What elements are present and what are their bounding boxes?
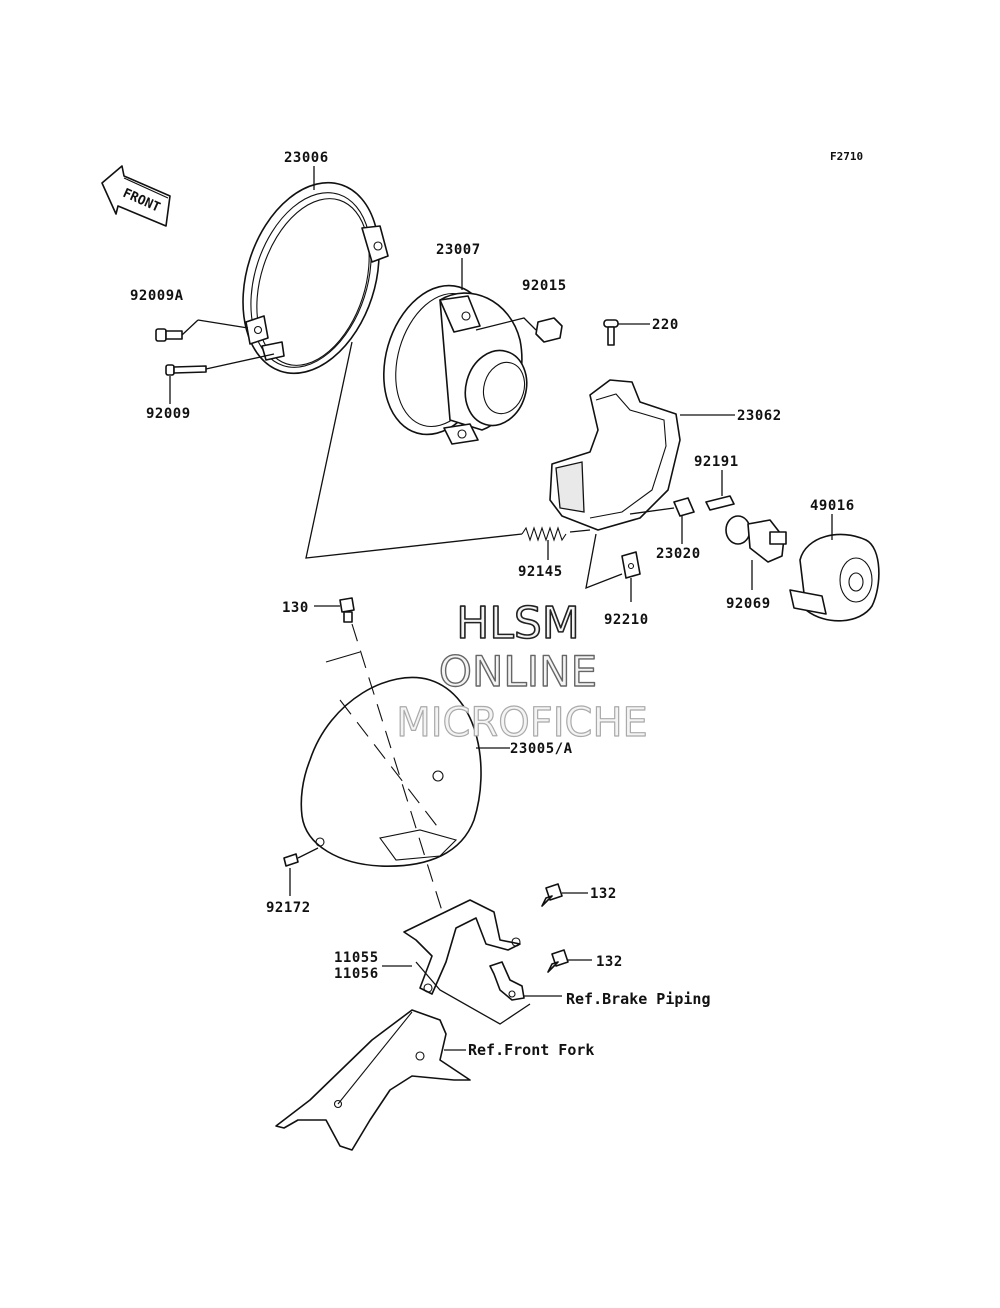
watermark-line-1: HLSM <box>456 598 580 649</box>
screw-92009 <box>165 353 275 376</box>
label-220: 220 <box>652 317 679 333</box>
headlight-rim <box>242 181 389 375</box>
label-132-upper: 132 <box>590 886 617 902</box>
socket-housing <box>549 379 735 531</box>
watermark-line-3: MICROFICHE <box>396 700 648 746</box>
label-49016: 49016 <box>810 498 855 514</box>
pin-92191 <box>705 470 735 511</box>
mount-bracket <box>403 899 531 1025</box>
bolt-132-lower <box>547 949 592 973</box>
label-23006: 23006 <box>284 150 329 166</box>
screw-92172 <box>283 847 319 896</box>
label-23007: 23007 <box>436 242 481 258</box>
label-92191: 92191 <box>694 454 739 470</box>
label-92009a: 92009A <box>130 288 184 304</box>
watermark-line-2: ONLINE <box>439 647 597 696</box>
figure-code: F2710 <box>830 150 863 163</box>
label-11055: 11055 <box>334 950 379 966</box>
spring-92145 <box>305 341 591 560</box>
dust-boot <box>789 514 880 622</box>
label-23062: 23062 <box>737 408 782 424</box>
front-arrow: FRONT <box>101 165 171 227</box>
bulb-92069 <box>725 515 787 590</box>
brake-piping-clamp <box>489 961 562 1001</box>
label-130: 130 <box>282 600 309 616</box>
screw-92009a <box>155 319 249 342</box>
label-92009: 92009 <box>146 406 191 422</box>
label-92069: 92069 <box>726 596 771 612</box>
clip-23020 <box>629 497 695 544</box>
nut-92015 <box>475 317 563 343</box>
label-23020: 23020 <box>656 546 701 562</box>
label-92210: 92210 <box>604 612 649 628</box>
headlight-housing <box>300 676 510 867</box>
label-ref-brake-piping: Ref.Brake Piping <box>566 990 711 1008</box>
label-23005a: 23005/A <box>510 741 573 757</box>
label-92015: 92015 <box>522 278 567 294</box>
front-fork <box>275 1009 471 1151</box>
screw-220 <box>603 319 650 346</box>
bolt-130 <box>314 597 355 623</box>
label-92172: 92172 <box>266 900 311 916</box>
assembly-guide-lines <box>325 623 449 931</box>
label-11056: 11056 <box>334 966 379 982</box>
bolt-132-upper <box>541 883 588 907</box>
washer-92210 <box>585 533 641 602</box>
headlight-unit <box>383 284 528 445</box>
label-92145: 92145 <box>518 564 563 580</box>
watermark: HLSM ONLINE MICROFICHE <box>396 597 649 746</box>
label-ref-front-fork: Ref.Front Fork <box>468 1041 594 1059</box>
label-132-lower: 132 <box>596 954 623 970</box>
